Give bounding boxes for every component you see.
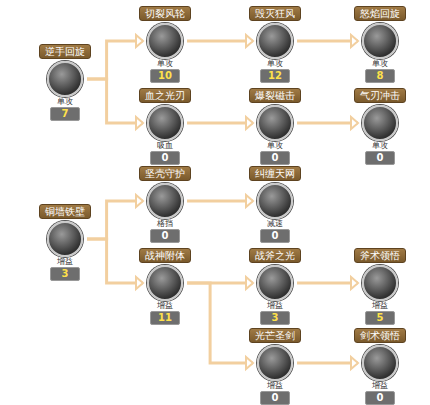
skill-type: 增益 xyxy=(267,301,283,311)
skill-connector xyxy=(187,283,253,369)
skill-connector xyxy=(297,357,358,369)
skill-connector xyxy=(297,117,358,129)
skill-level: 0 xyxy=(150,151,180,165)
skill-node: 纠缠天网减速0 xyxy=(242,166,308,243)
skill-node: 剑术领悟增益0 xyxy=(347,328,413,405)
skill-title: 铜墙铁壁 xyxy=(39,204,91,219)
skill-icon xyxy=(362,265,398,301)
skill-level: 0 xyxy=(260,391,290,405)
skill-title: 纠缠天网 xyxy=(249,166,301,181)
skill-icon xyxy=(257,23,293,59)
skill-level: 0 xyxy=(260,229,290,243)
skill-connector xyxy=(187,195,253,207)
skill-title: 血之光刃 xyxy=(139,88,191,103)
skill-type: 单攻 xyxy=(372,59,388,69)
skill-title: 光芒圣剑 xyxy=(249,328,301,343)
skill-icon xyxy=(47,221,83,257)
skill-icon xyxy=(147,265,183,301)
skill-title: 战斧之光 xyxy=(249,248,301,263)
skill-node: 战斧之光增益3 xyxy=(242,248,308,325)
skill-node: 怒焰回旋单攻8 xyxy=(347,6,413,83)
skill-title: 剑术领悟 xyxy=(354,328,406,343)
skill-node: 光芒圣剑增益0 xyxy=(242,328,308,405)
skill-type: 增益 xyxy=(372,301,388,311)
skill-title: 切裂风轮 xyxy=(139,6,191,21)
skill-node: 坚壳守护格挡0 xyxy=(132,166,198,243)
skill-node: 毁灭狂风单攻12 xyxy=(242,6,308,83)
skill-type: 减速 xyxy=(267,219,283,229)
skill-level: 0 xyxy=(365,391,395,405)
skill-title: 怒焰回旋 xyxy=(354,6,406,21)
skill-type: 单攻 xyxy=(267,141,283,151)
skill-title: 战神附体 xyxy=(139,248,191,263)
skill-connector xyxy=(87,239,143,289)
skill-node: 气刃冲击单攻0 xyxy=(347,88,413,165)
skill-title: 气刃冲击 xyxy=(354,88,406,103)
skill-connector xyxy=(297,277,358,289)
skill-node: 逆手回旋单攻7 xyxy=(32,44,98,121)
skill-node: 切裂风轮单攻10 xyxy=(132,6,198,83)
skill-icon xyxy=(257,183,293,219)
skill-connector xyxy=(87,195,143,239)
skill-connector xyxy=(87,79,143,129)
skill-level: 7 xyxy=(50,107,80,121)
skill-node: 斧术领悟增益5 xyxy=(347,248,413,325)
skill-type: 单攻 xyxy=(372,141,388,151)
skill-title: 坚壳守护 xyxy=(139,166,191,181)
skill-type: 增益 xyxy=(57,257,73,267)
skill-level: 8 xyxy=(365,69,395,83)
skill-icon xyxy=(147,105,183,141)
skill-level: 10 xyxy=(150,69,180,83)
skill-icon xyxy=(147,23,183,59)
skill-icon xyxy=(362,23,398,59)
skill-title: 斧术领悟 xyxy=(354,248,406,263)
skill-level: 3 xyxy=(260,311,290,325)
skill-level: 5 xyxy=(365,311,395,325)
skill-title: 毁灭狂风 xyxy=(249,6,301,21)
skill-icon xyxy=(147,183,183,219)
skill-title: 爆裂磁击 xyxy=(249,88,301,103)
skill-icon xyxy=(257,345,293,381)
skill-type: 单攻 xyxy=(267,59,283,69)
skill-type: 格挡 xyxy=(157,219,173,229)
skill-connector xyxy=(87,35,143,79)
skill-type: 增益 xyxy=(372,381,388,391)
skill-icon xyxy=(257,105,293,141)
skill-icon xyxy=(362,105,398,141)
skill-connector xyxy=(297,35,358,47)
skill-title: 逆手回旋 xyxy=(39,44,91,59)
skill-node: 战神附体增益11 xyxy=(132,248,198,325)
skill-type: 增益 xyxy=(157,301,173,311)
skill-level: 0 xyxy=(260,151,290,165)
skill-icon xyxy=(47,61,83,97)
skill-level: 3 xyxy=(50,267,80,281)
skill-type: 单攻 xyxy=(157,59,173,69)
skill-type: 增益 xyxy=(267,381,283,391)
skill-level: 0 xyxy=(365,151,395,165)
skill-connector xyxy=(187,35,253,47)
skill-icon xyxy=(257,265,293,301)
skill-node: 爆裂磁击单攻0 xyxy=(242,88,308,165)
skill-connector xyxy=(187,117,253,129)
skill-node: 铜墙铁壁增益3 xyxy=(32,204,98,281)
skill-level: 0 xyxy=(150,229,180,243)
skill-type: 单攻 xyxy=(57,97,73,107)
skill-type: 吸血 xyxy=(157,141,173,151)
skill-level: 11 xyxy=(150,311,180,325)
skill-node: 血之光刃吸血0 xyxy=(132,88,198,165)
skill-icon xyxy=(362,345,398,381)
skill-level: 12 xyxy=(260,69,290,83)
